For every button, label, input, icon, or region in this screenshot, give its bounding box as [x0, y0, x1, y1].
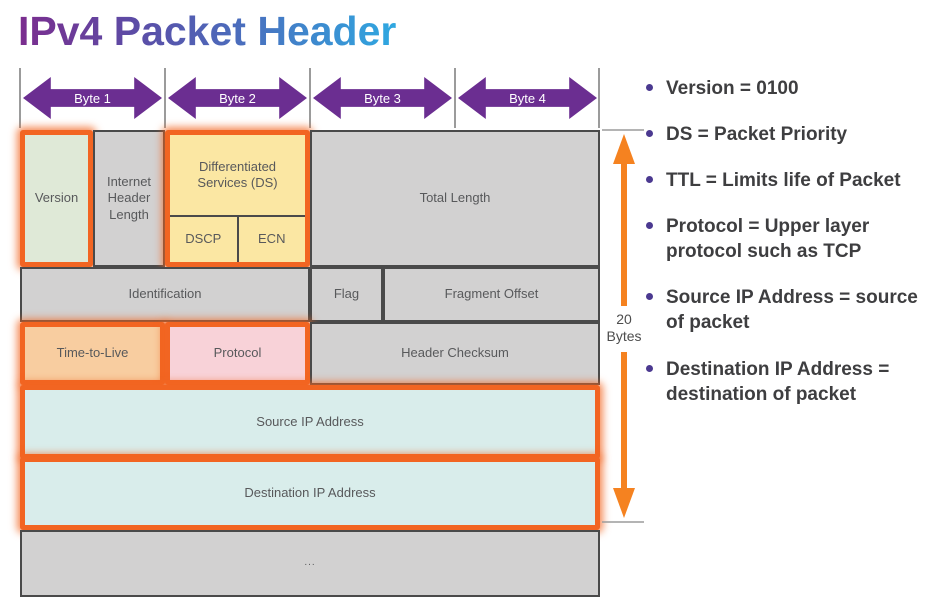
field-time-to-live: Time-to-Live [20, 322, 165, 385]
byte4-arrow: Byte 4 [458, 77, 597, 119]
byte3-arrow: Byte 3 [313, 77, 452, 119]
byte-tick [19, 68, 21, 128]
field-fragment-offset: Fragment Offset [383, 267, 600, 322]
field-destination-ip: Destination IP Address [20, 457, 600, 530]
byte1-label: Byte 1 [74, 90, 111, 106]
field-internet-header-length: Internet Header Length [93, 130, 165, 267]
note-text: Version = 0100 [666, 78, 799, 99]
note-protocol: Protocol = Upper layer protocol such as … [646, 214, 918, 264]
byte-tick [309, 68, 311, 128]
byte4-label: Byte 4 [509, 90, 546, 106]
size-value: 20 [616, 311, 632, 327]
byte-tick [164, 68, 166, 128]
field-differentiated-services: Differentiated Services (DS) DSCP ECN [165, 130, 310, 267]
note-destination-ip: Destination IP Address = destination of … [646, 357, 918, 407]
bullet-icon [646, 364, 653, 372]
field-total-length: Total Length [310, 130, 600, 267]
size-arrow-head-bottom [613, 488, 635, 518]
page-title: IPv4 Packet Header [18, 8, 397, 54]
bullet-icon [646, 293, 653, 301]
field-flag: Flag [310, 267, 383, 322]
notes-list: Version = 0100 DS = Packet Priority TTL … [646, 76, 918, 428]
note-ds: DS = Packet Priority [646, 122, 918, 147]
note-version: Version = 0100 [646, 76, 918, 101]
field-ecn: ECN [236, 217, 306, 262]
note-text: Protocol = Upper layer protocol such as … [666, 216, 870, 263]
byte3-label: Byte 3 [364, 90, 401, 106]
bullet-icon [646, 84, 653, 91]
bullet-icon [646, 222, 653, 230]
note-text: Destination IP Address = destination of … [666, 358, 890, 405]
field-dscp: DSCP [185, 231, 222, 247]
field-protocol: Protocol [165, 322, 310, 385]
field-identification: Identification [20, 267, 310, 322]
byte1-arrow: Byte 1 [23, 77, 162, 119]
size-arrow: 20 Bytes [602, 129, 644, 523]
note-text: TTL = Limits life of Packet [666, 170, 901, 192]
bullet-icon [646, 130, 653, 138]
note-ttl: TTL = Limits life of Packet [646, 168, 918, 193]
field-source-ip: Source IP Address [20, 385, 600, 459]
note-text: DS = Packet Priority [666, 124, 848, 146]
field-ds-label: Differentiated Services (DS) [170, 135, 305, 217]
size-unit: Bytes [606, 328, 641, 344]
byte-tick [598, 68, 600, 128]
size-arrow-head-top [613, 134, 635, 164]
byte2-arrow: Byte 2 [168, 77, 307, 119]
field-version: Version [20, 130, 93, 267]
field-header-checksum: Header Checksum [310, 322, 600, 385]
byte-tick [454, 68, 456, 128]
bullet-icon [646, 176, 653, 184]
field-options-ellipsis: ... [20, 530, 600, 597]
byte2-label: Byte 2 [219, 90, 256, 106]
note-source-ip: Source IP Address = source of packet [646, 285, 918, 335]
note-text: Source IP Address = source of packet [666, 287, 918, 334]
